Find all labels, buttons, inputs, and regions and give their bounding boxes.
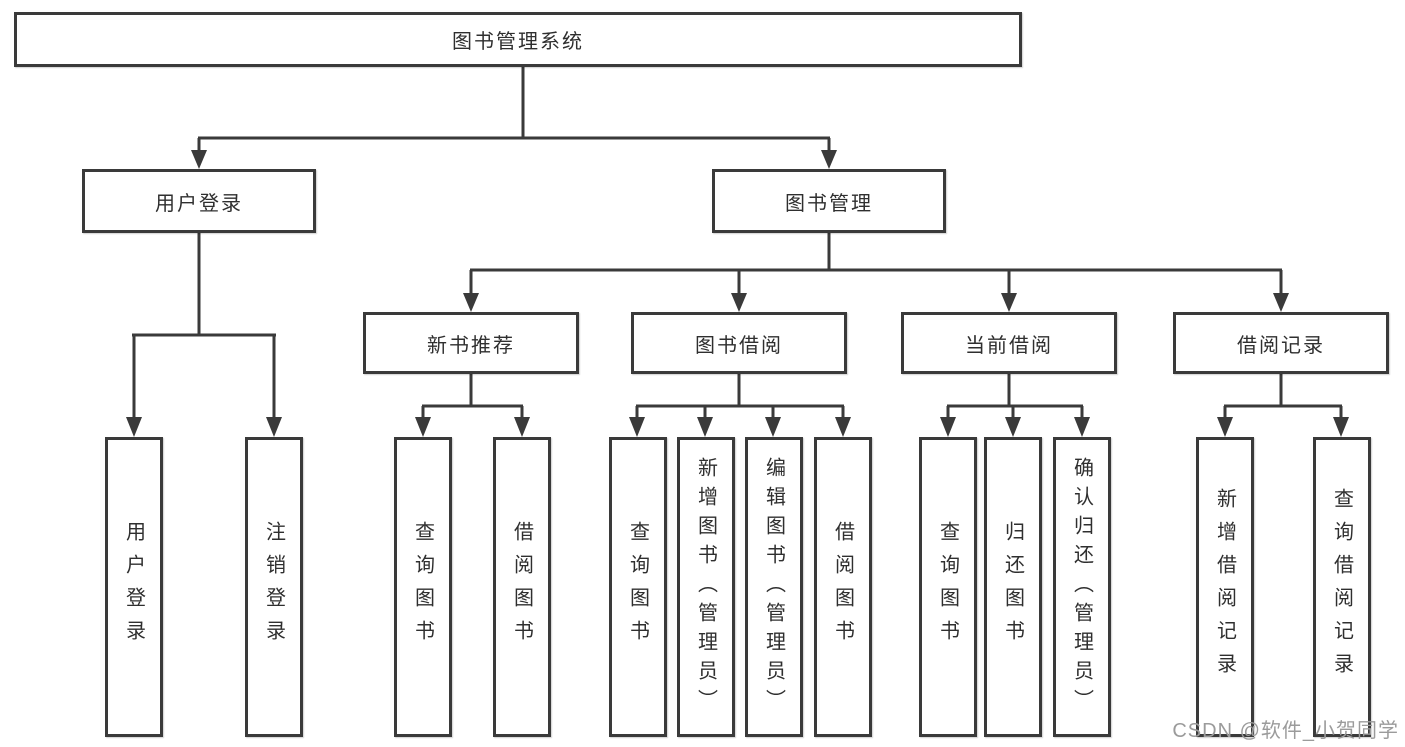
leaf-return-book: 归还图书	[984, 437, 1042, 737]
node-book-borrow: 图书借阅	[631, 312, 847, 374]
arrowhead-down-icon	[629, 417, 645, 437]
arrowhead-down-icon	[191, 150, 207, 169]
leaf-borrow-books: 借阅图书	[814, 437, 872, 737]
node-new-book-recommend: 新书推荐	[363, 312, 579, 374]
watermark: CSDN @软件_小贺同学	[1172, 720, 1399, 742]
arrowhead-down-icon	[1217, 417, 1233, 437]
connector-root-to-level2	[197, 67, 831, 151]
arrowhead-down-icon	[266, 417, 282, 437]
arrowhead-down-icon	[940, 417, 956, 437]
connector-userlogin-to-children	[132, 233, 276, 418]
leaf-edit-book-admin: 编辑图书（管理员）	[745, 437, 803, 737]
leaf-borrow-books-recommend: 借阅图书	[493, 437, 551, 737]
arrowhead-down-icon	[697, 417, 713, 437]
connector-borrow-to-children	[635, 374, 845, 418]
node-library-management-system: 图书管理系统	[14, 12, 1022, 67]
arrowhead-down-icon	[1001, 293, 1017, 312]
arrowhead-down-icon	[821, 150, 837, 169]
connector-records-to-children	[1223, 374, 1343, 418]
leaf-add-borrow-record: 新增借阅记录	[1196, 437, 1254, 737]
node-borrow-records: 借阅记录	[1173, 312, 1389, 374]
node-book-management: 图书管理	[712, 169, 946, 233]
arrowhead-down-icon	[463, 293, 479, 312]
leaf-query-books-current: 查询图书	[919, 437, 977, 737]
arrowhead-down-icon	[1074, 417, 1090, 437]
leaf-add-book-admin: 新增图书（管理员）	[677, 437, 735, 737]
node-current-borrow: 当前借阅	[901, 312, 1117, 374]
arrowhead-down-icon	[835, 417, 851, 437]
arrowhead-down-icon	[731, 293, 747, 312]
arrowhead-down-icon	[514, 417, 530, 437]
arrowhead-down-icon	[1333, 417, 1349, 437]
arrowhead-down-icon	[1005, 417, 1021, 437]
arrowhead-down-icon	[765, 417, 781, 437]
arrowhead-down-icon	[1273, 293, 1289, 312]
leaf-query-borrow-record: 查询借阅记录	[1313, 437, 1371, 737]
leaf-logout: 注销登录	[245, 437, 303, 737]
connector-current-to-children	[946, 374, 1084, 418]
arrowhead-down-icon	[126, 417, 142, 437]
leaf-user-login: 用户登录	[105, 437, 163, 737]
arrowhead-down-icon	[415, 417, 431, 437]
leaf-query-books-borrow: 查询图书	[609, 437, 667, 737]
leaf-query-books-recommend: 查询图书	[394, 437, 452, 737]
leaf-confirm-return-admin: 确认归还（管理员）	[1053, 437, 1111, 737]
connector-bookmgmt-to-level3	[469, 233, 1283, 294]
node-user-login: 用户登录	[82, 169, 316, 233]
connector-recommend-to-children	[421, 374, 524, 418]
